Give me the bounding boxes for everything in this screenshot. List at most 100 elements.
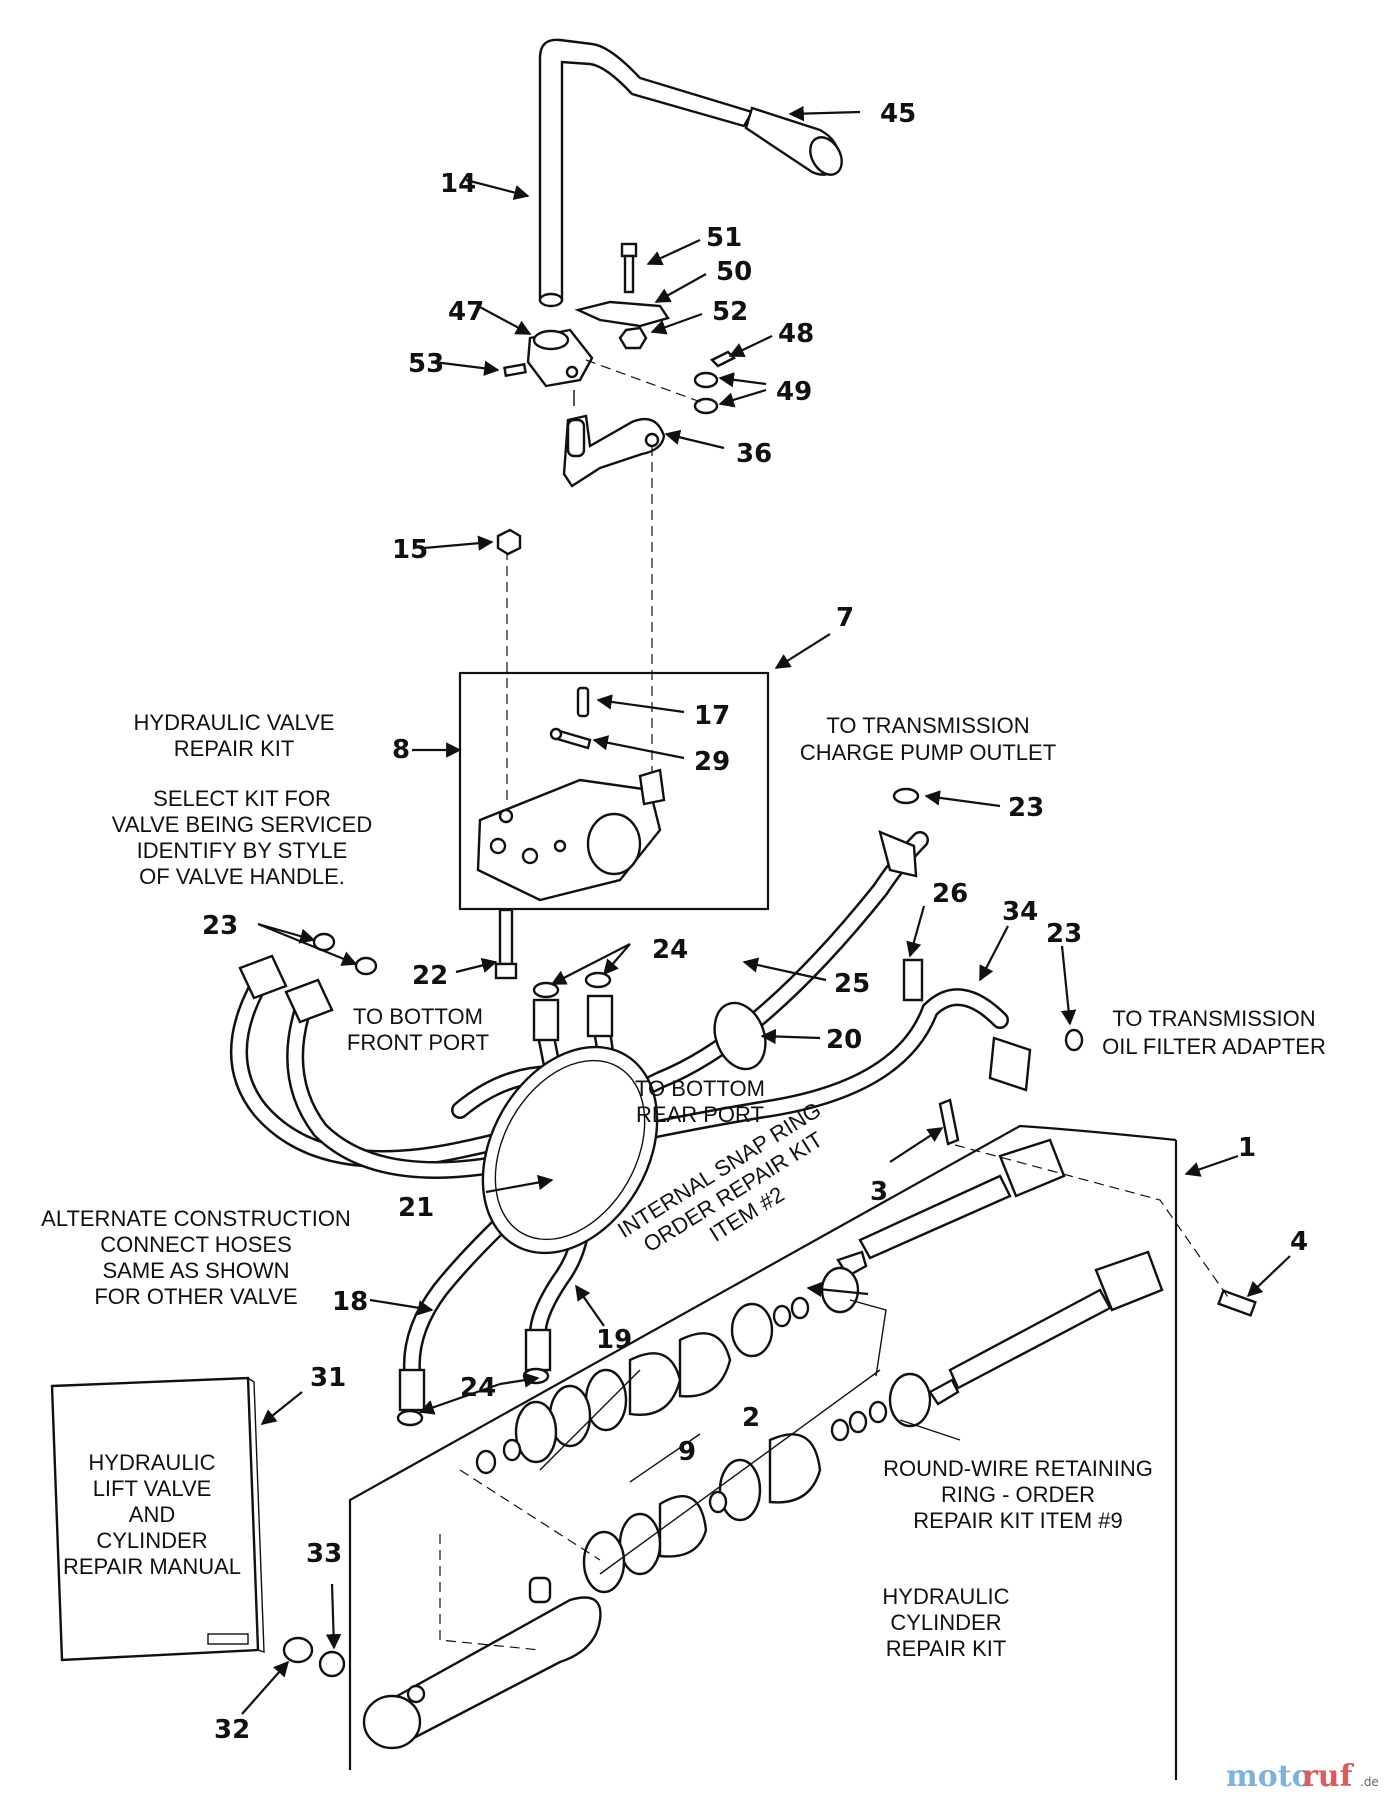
assembly-line xyxy=(459,1469,601,1561)
watermark-logo: moto ruf .de xyxy=(1226,1759,1379,1794)
svg-text:ALTERNATE CONSTRUCTION: ALTERNATE CONSTRUCTION xyxy=(41,1206,351,1231)
svg-text:ruf: ruf xyxy=(1302,1759,1355,1794)
svg-text:moto: moto xyxy=(1226,1759,1312,1794)
callout-45: 45 xyxy=(880,99,916,129)
svg-text:LIFT VALVE: LIFT VALVE xyxy=(93,1476,212,1501)
bolt-part-51 xyxy=(620,242,638,294)
repair-manual-part-31 xyxy=(50,1376,265,1662)
svg-text:OIL FILTER ADAPTER: OIL FILTER ADAPTER xyxy=(1102,1034,1326,1059)
label-round-wire-ring: ROUND-WIRE RETAINING RING - ORDER REPAIR… xyxy=(883,1456,1153,1533)
callout-34: 34 xyxy=(1002,897,1038,927)
callout-7: 7 xyxy=(836,603,854,633)
seal-ring-part-21 xyxy=(481,1045,659,1255)
hose-fittings xyxy=(238,829,1032,1412)
callout-24-top: 24 xyxy=(652,935,688,965)
cylinder-seals-kit-2 xyxy=(475,1266,860,1475)
label-charge-pump: TO TRANSMISSION CHARGE PUMP OUTLET xyxy=(800,713,1056,765)
plate-part-50 xyxy=(574,300,670,328)
valve-handle-part-14 xyxy=(538,38,754,308)
svg-text:IDENTIFY BY STYLE: IDENTIFY BY STYLE xyxy=(137,838,348,863)
bolt-part-29 xyxy=(549,727,592,750)
assembly-line xyxy=(585,359,707,405)
callout-23-left: 23 xyxy=(202,911,238,941)
cylinder-assembly-frame xyxy=(348,1124,1178,1780)
svg-text:SELECT KIT FOR: SELECT KIT FOR xyxy=(153,786,331,811)
svg-text:REPAIR KIT ITEM #9: REPAIR KIT ITEM #9 xyxy=(913,1508,1122,1533)
callout-51: 51 xyxy=(706,223,742,253)
svg-text:CYLINDER: CYLINDER xyxy=(96,1528,207,1553)
hydraulic-valve-body xyxy=(476,768,666,902)
svg-text:AND: AND xyxy=(129,1502,175,1527)
callout-50: 50 xyxy=(716,257,752,287)
svg-text:.de: .de xyxy=(1360,1775,1379,1789)
handle-grip-part-45 xyxy=(744,106,843,176)
bolt-part-22 xyxy=(494,908,518,980)
pin-part-4 xyxy=(1217,1289,1257,1317)
svg-text:FOR OTHER VALVE: FOR OTHER VALVE xyxy=(94,1284,297,1309)
valve-repair-kit-box xyxy=(458,671,770,911)
callout-20: 20 xyxy=(826,1025,862,1055)
leader-arrows xyxy=(241,105,1291,1715)
callout-3: 3 xyxy=(870,1177,888,1207)
callout-17: 17 xyxy=(694,701,730,731)
cotter-pin-part-48 xyxy=(709,350,737,368)
callout-21: 21 xyxy=(398,1193,434,1223)
callout-47: 47 xyxy=(448,297,484,327)
callout-36: 36 xyxy=(736,439,772,469)
svg-text:OF VALVE HANDLE.: OF VALVE HANDLE. xyxy=(139,864,345,889)
callout-48: 48 xyxy=(778,319,814,349)
fittings-part-32-33 xyxy=(282,1636,346,1678)
svg-text:RING - ORDER: RING - ORDER xyxy=(941,1482,1095,1507)
callout-32: 32 xyxy=(214,1715,250,1745)
callout-23-right: 23 xyxy=(1046,919,1082,949)
callout-8: 8 xyxy=(392,735,410,765)
callout-2: 2 xyxy=(742,1403,760,1433)
label-repair-manual: HYDRAULIC LIFT VALVE AND CYLINDER REPAIR… xyxy=(63,1450,241,1579)
svg-text:TO BOTTOM: TO BOTTOM xyxy=(353,1004,483,1029)
cylinder-barrel xyxy=(362,1576,602,1750)
callout-4: 4 xyxy=(1290,1227,1308,1257)
callout-52: 52 xyxy=(712,297,748,327)
callout-29: 29 xyxy=(694,747,730,777)
svg-text:FRONT PORT: FRONT PORT xyxy=(347,1030,489,1055)
svg-text:SAME AS SHOWN: SAME AS SHOWN xyxy=(102,1258,289,1283)
label-oil-filter-adapter: TO TRANSMISSION OIL FILTER ADAPTER xyxy=(1102,1006,1326,1059)
callout-31: 31 xyxy=(310,1363,346,1393)
callout-18: 18 xyxy=(332,1287,368,1317)
svg-text:TO TRANSMISSION: TO TRANSMISSION xyxy=(1112,1006,1315,1031)
label-bottom-rear-port: TO BOTTOM REAR PORT xyxy=(635,1076,765,1127)
washers-part-49 xyxy=(693,371,719,415)
callout-26: 26 xyxy=(932,879,968,909)
assembly-line xyxy=(954,1144,1231,1301)
roll-pin-part-17 xyxy=(576,686,590,718)
callout-15: 15 xyxy=(392,535,428,565)
cotter-pin-part-3 xyxy=(938,1098,960,1146)
svg-text:CONNECT HOSES: CONNECT HOSES xyxy=(100,1232,292,1257)
callout-33: 33 xyxy=(306,1539,342,1569)
label-select-kit: SELECT KIT FOR VALVE BEING SERVICED IDEN… xyxy=(112,786,372,889)
svg-text:TO BOTTOM: TO BOTTOM xyxy=(635,1076,765,1101)
callout-53: 53 xyxy=(408,349,444,379)
callout-25: 25 xyxy=(834,969,870,999)
valve-lever-part-36 xyxy=(562,414,666,488)
svg-text:REPAIR KIT: REPAIR KIT xyxy=(174,736,295,761)
handle-bracket-part-47 xyxy=(526,328,594,406)
svg-text:VALVE BEING SERVICED: VALVE BEING SERVICED xyxy=(112,812,372,837)
nut-part-52 xyxy=(618,326,648,350)
svg-text:CHARGE PUMP OUTLET: CHARGE PUMP OUTLET xyxy=(800,740,1056,765)
svg-text:HYDRAULIC: HYDRAULIC xyxy=(88,1450,215,1475)
hose-clamp-part-20 xyxy=(713,1001,767,1071)
svg-text:ROUND-WIRE RETAINING: ROUND-WIRE RETAINING xyxy=(883,1456,1153,1481)
callout-49: 49 xyxy=(776,377,812,407)
nut-part-15 xyxy=(496,528,522,556)
assembly-line xyxy=(439,1534,541,1651)
svg-text:REPAIR MANUAL: REPAIR MANUAL xyxy=(63,1554,241,1579)
callout-9: 9 xyxy=(678,1437,696,1467)
svg-text:HYDRAULIC: HYDRAULIC xyxy=(882,1584,1009,1609)
callout-19: 19 xyxy=(596,1325,632,1355)
cylinder-rod-lower xyxy=(928,1250,1164,1406)
kit-grouping-lines xyxy=(539,1299,961,1575)
hose-clip-part-26 xyxy=(902,958,924,1002)
svg-text:TO TRANSMISSION: TO TRANSMISSION xyxy=(826,713,1029,738)
